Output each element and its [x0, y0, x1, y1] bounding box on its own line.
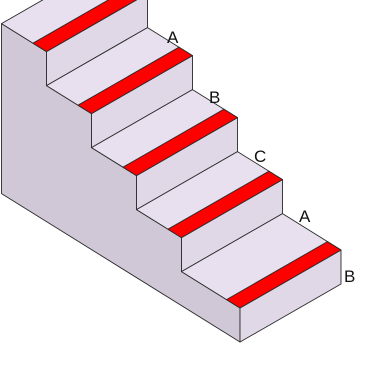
step-label-1: A: [167, 28, 179, 47]
red-stripe-5: [226, 241, 342, 309]
red-stripe-3: [122, 108, 238, 177]
step-label-4: A: [299, 207, 311, 226]
red-stripe-1: [32, 0, 138, 53]
step-label-3: C: [254, 147, 266, 166]
label-layer: A B C A B: [167, 28, 355, 286]
step-label-5: B: [344, 267, 355, 286]
red-stripe-2: [77, 46, 193, 115]
step-label-2: B: [209, 88, 220, 107]
stripe-layer: [32, 0, 342, 309]
red-stripe-4: [167, 170, 283, 239]
staircase-body: [1, 0, 342, 343]
